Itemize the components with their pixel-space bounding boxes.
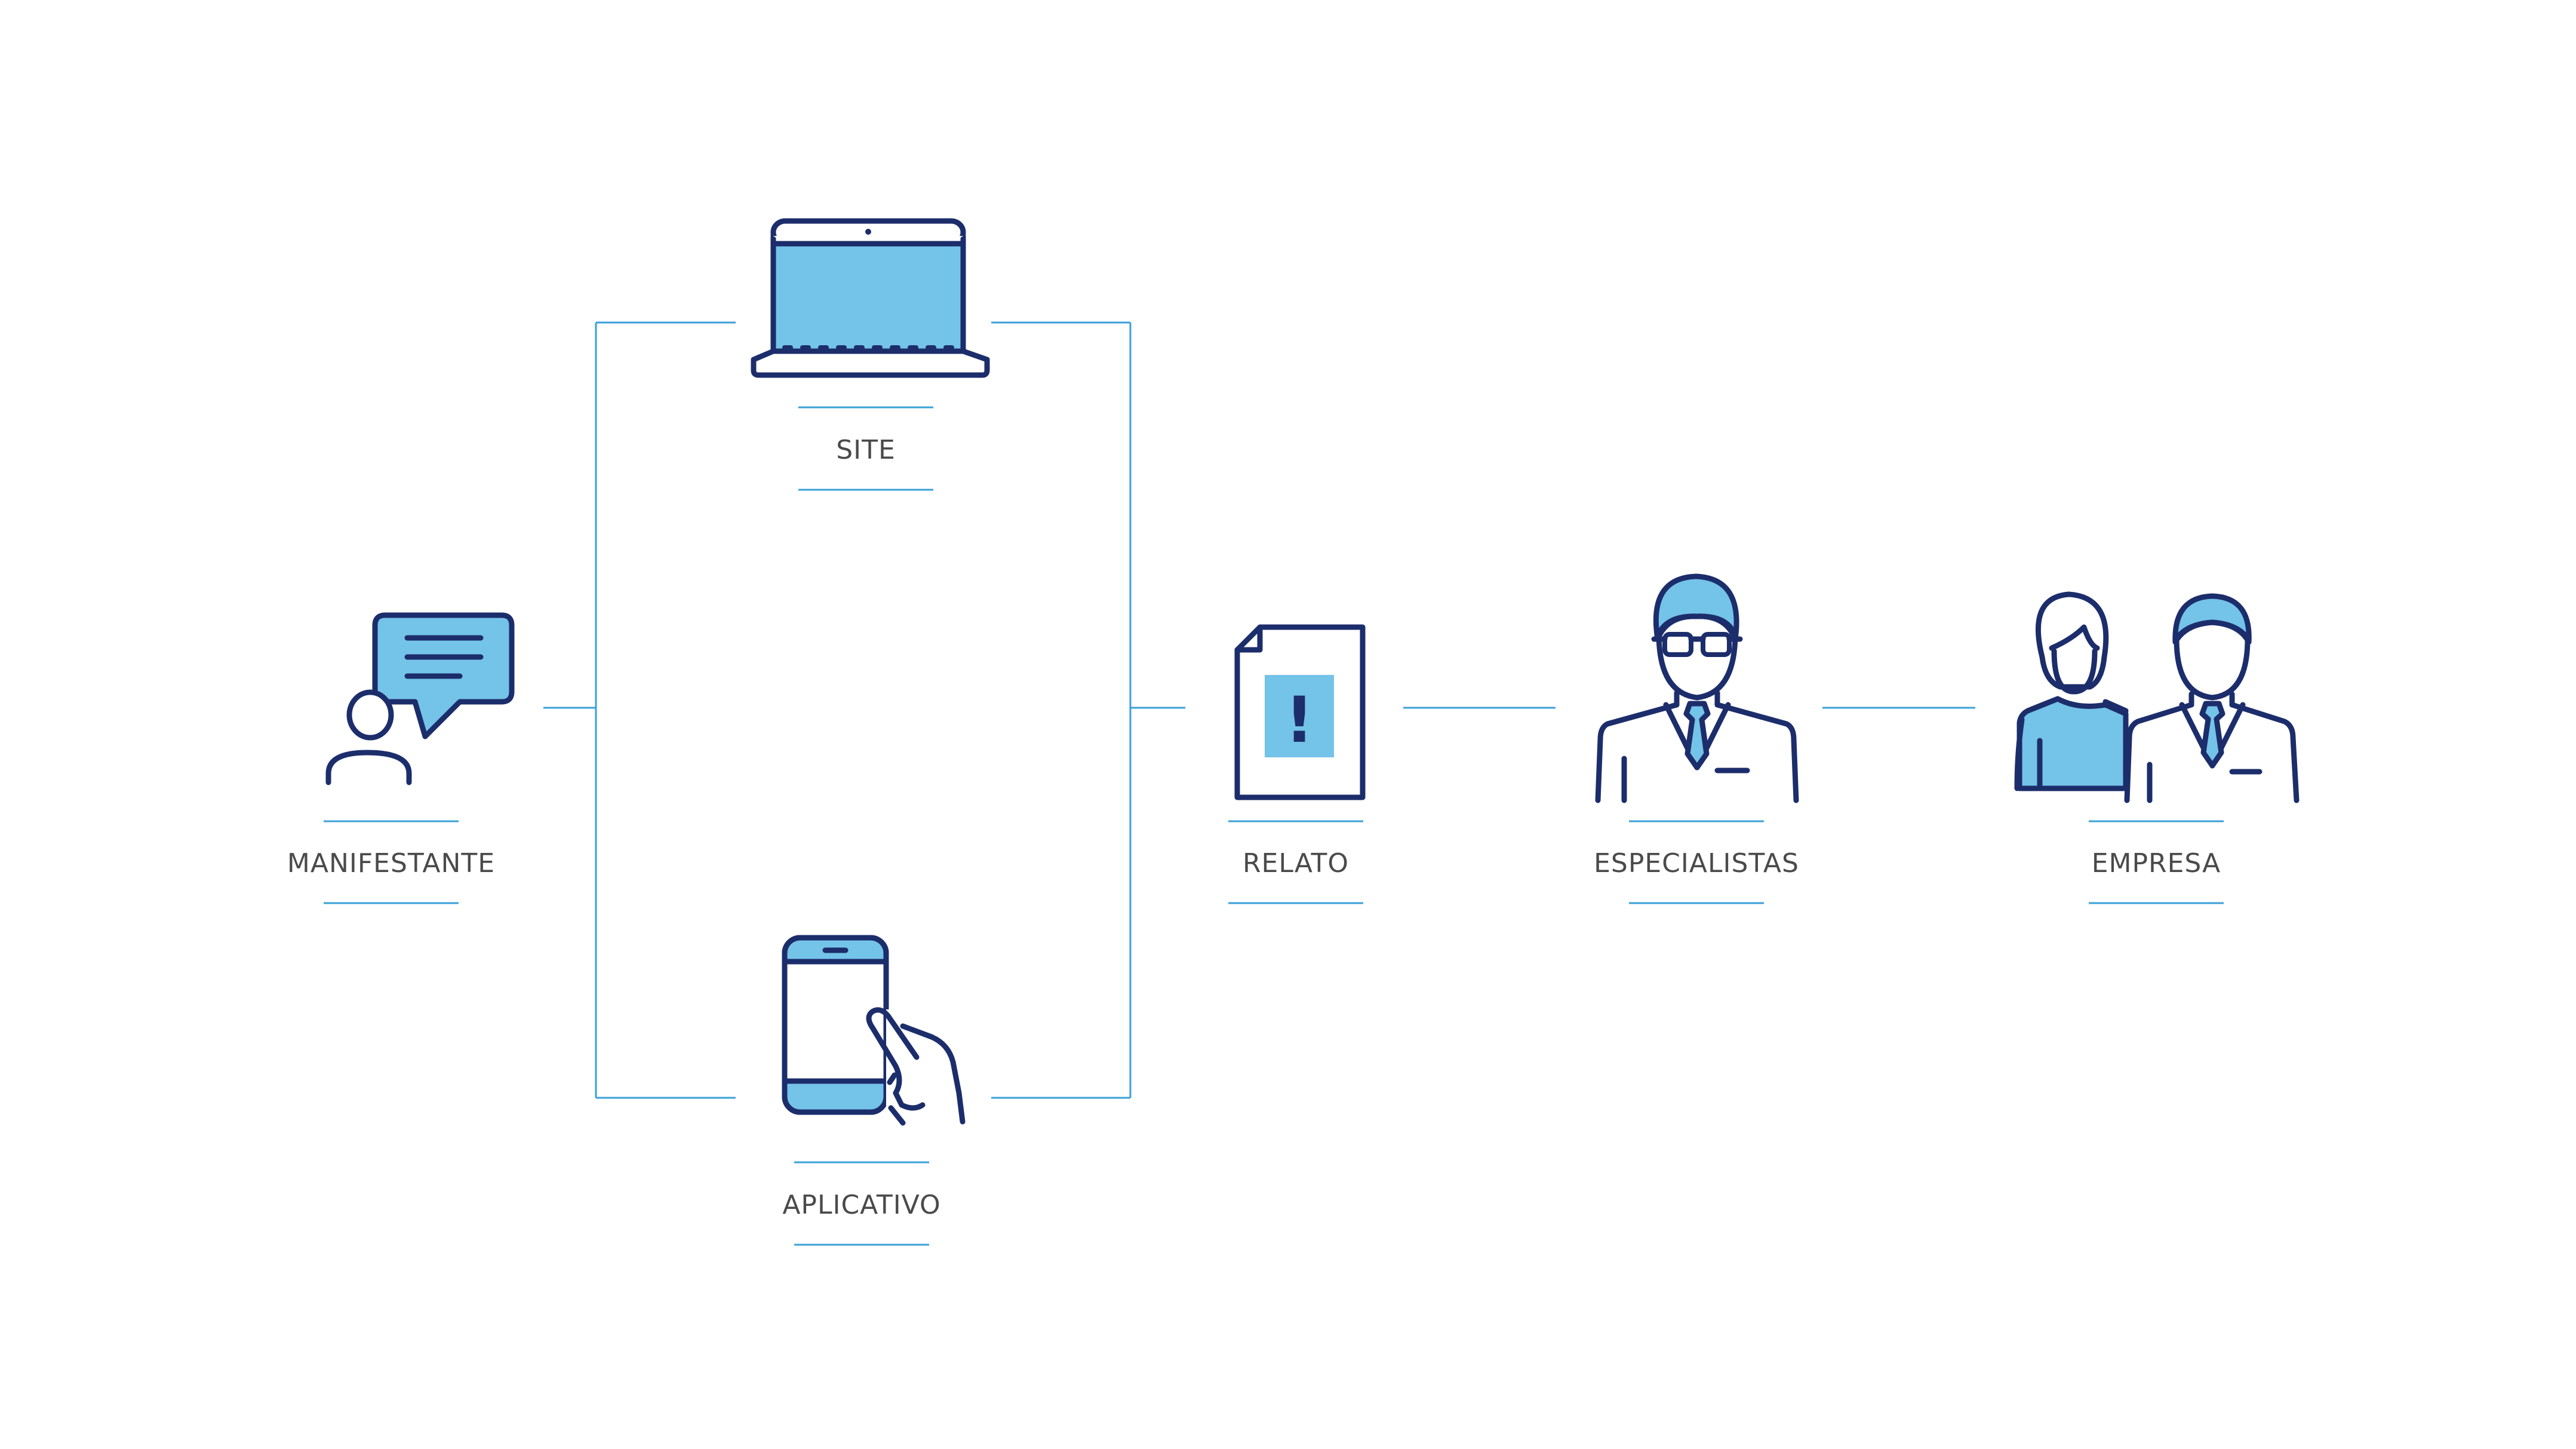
node-label-site: SITE: [836, 435, 896, 465]
label-rules: [324, 406, 2224, 1246]
team-icon: [2014, 591, 2300, 803]
node-label-manifestante: MANIFESTANTE: [287, 848, 495, 879]
relato-alert-mark: !: [1285, 683, 1314, 757]
node-label-relato: RELATO: [1243, 848, 1349, 879]
document-alert-icon: !: [1234, 624, 1366, 800]
labels: MANIFESTANTE SITE APLICATIVO RELATO ESPE…: [287, 435, 2221, 1220]
connectors: [543, 321, 1975, 1099]
person-speech-bubble-icon: [325, 612, 515, 785]
smartphone-hand-icon: [782, 935, 967, 1126]
node-label-empresa: EMPRESA: [2092, 848, 2221, 879]
specialist-icon: [1595, 573, 1799, 803]
node-label-especialistas: ESPECIALISTAS: [1594, 848, 1799, 879]
node-label-aplicativo: APLICATIVO: [782, 1190, 940, 1220]
laptop-icon: [751, 218, 990, 378]
